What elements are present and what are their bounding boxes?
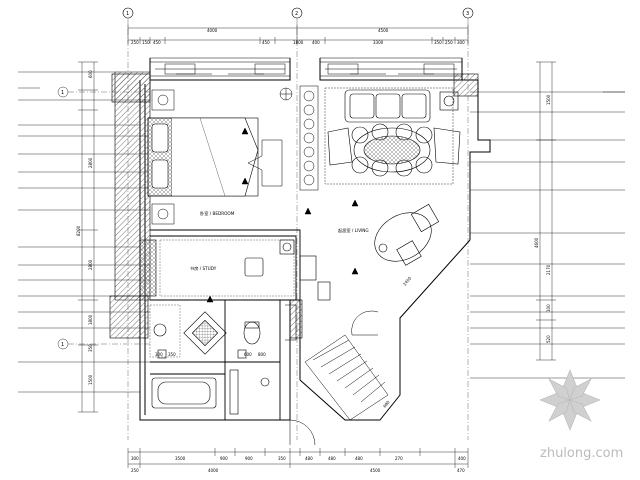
planter-partition	[299, 85, 319, 191]
watermark-text: zhulong.com	[540, 446, 623, 461]
top-dim: 350	[434, 40, 442, 45]
diagonal-dim: 2450	[402, 275, 413, 286]
bottom-dim: 270	[395, 456, 403, 461]
top-dim: 250	[131, 40, 139, 45]
bath-dim: 300	[155, 352, 163, 357]
grid-marker-1: 1	[126, 11, 129, 17]
bath-dim: 600	[244, 352, 252, 357]
bottom-dim: 480	[305, 456, 313, 461]
dining-table	[374, 203, 440, 266]
bath-dim: 800	[258, 352, 266, 357]
right-dim-total: 4600	[534, 237, 539, 248]
room-label-study: 书房 / STUDY	[190, 265, 217, 272]
diagonal-dim: 680	[382, 399, 391, 408]
top-dim: 300	[457, 40, 465, 45]
right-callout-leaders	[470, 61, 625, 379]
top-dim: 150	[142, 40, 150, 45]
bottom-dim: 300	[131, 456, 139, 461]
left-dim: 2800	[88, 157, 93, 168]
right-dim: 2170	[546, 264, 551, 275]
left-dim: 1800	[88, 314, 93, 325]
zhulong-logo-icon	[539, 369, 601, 431]
grid-marker-2: 2	[295, 11, 298, 17]
grid-marker-left-1: 1	[61, 90, 64, 96]
left-dim-total: 8200	[76, 225, 81, 236]
room-label-bedroom: 卧室 / BEDROOM	[200, 210, 235, 217]
windows-top	[149, 61, 463, 77]
bottom-dim: 350	[278, 456, 286, 461]
bottom-dim-2: 4000	[208, 468, 219, 473]
bottom-dim-2: 470	[457, 468, 465, 473]
grid-markers-top	[122, 7, 474, 440]
right-dim: 520	[546, 335, 551, 343]
bottom-dim: 3500	[175, 456, 186, 461]
nightstands	[151, 89, 175, 225]
top-dim: 450	[153, 40, 161, 45]
room-label-living: 起居室 / LIVING	[338, 227, 369, 234]
bottom-dimension-lines	[127, 448, 469, 468]
right-dim: 100	[546, 304, 551, 312]
top-dim-total-right: 4500	[378, 28, 389, 33]
bathroom-fixtures	[149, 304, 297, 415]
top-dim: 400	[312, 40, 320, 45]
bottom-dim: 480	[355, 456, 363, 461]
top-dim: 1800	[293, 40, 304, 45]
bath-dim: 350	[168, 352, 176, 357]
right-dim: 1500	[546, 94, 551, 105]
bottom-dim: 400	[458, 456, 466, 461]
top-dim-total-left: 4000	[207, 28, 218, 33]
tv-cabinet	[247, 87, 293, 187]
bottom-dim: 900	[245, 456, 253, 461]
entry-door	[289, 310, 379, 446]
bottom-dim-2: 250	[131, 468, 139, 473]
bottom-dim-2: 4500	[370, 468, 381, 473]
left-dim: 1500	[88, 374, 93, 385]
top-dim: 3300	[373, 40, 384, 45]
left-dim: 2800	[88, 259, 93, 270]
left-dim: 600	[88, 70, 93, 78]
structural-columns	[109, 73, 479, 339]
bed	[147, 117, 259, 197]
stair-treads	[304, 334, 389, 421]
sofa-set	[324, 87, 461, 185]
grid-marker-left-2: 1	[61, 342, 64, 348]
grid-marker-3: 3	[466, 11, 469, 17]
exterior-walls	[114, 57, 491, 421]
top-dim: 250	[445, 40, 453, 45]
bottom-dim: 900	[220, 456, 228, 461]
bottom-dim: 480	[328, 456, 336, 461]
top-dim: 450	[262, 40, 270, 45]
left-dim: 350	[88, 344, 93, 352]
top-dimension-lines	[127, 24, 469, 44]
ceiling-lights	[206, 127, 359, 303]
interior-walls	[150, 229, 301, 420]
study-desk	[139, 239, 331, 301]
